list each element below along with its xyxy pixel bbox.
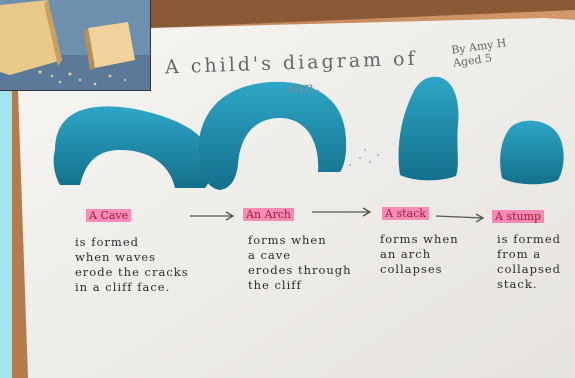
stage-text-arch: forms when a cave erodes through the cli… — [248, 233, 352, 293]
stage-text-stack: forms when an arch collapses — [380, 232, 459, 277]
stage-label-stack: A stack — [382, 207, 429, 220]
stage-label-stump: A stump — [492, 210, 544, 223]
stage-label-arch: An Arch — [243, 208, 294, 221]
stage-text-cave: is formed when waves erode the cracks in… — [75, 235, 189, 295]
diagram-title-line2: ion. — [288, 79, 323, 96]
stage-label-cave: A Cave — [86, 209, 131, 222]
clay-stump — [500, 121, 563, 185]
inset-photo — [0, 0, 151, 91]
stage-text-stump: is formed from a collapsed stack. — [497, 232, 561, 292]
